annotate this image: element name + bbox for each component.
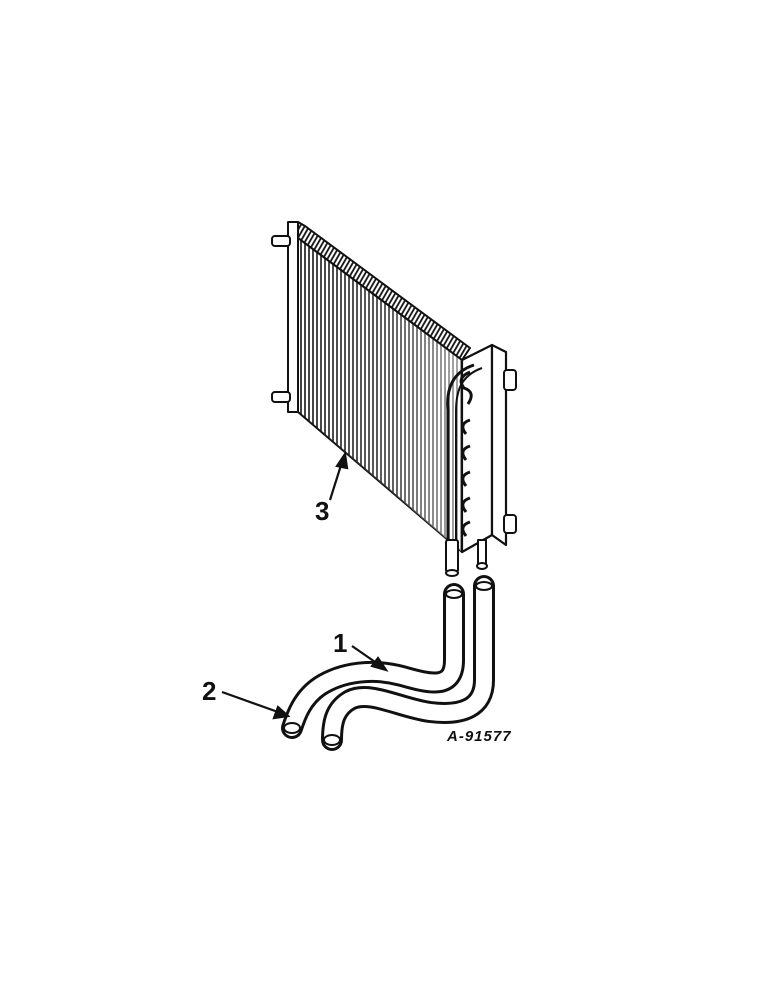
cooler-fittings: [445, 539, 488, 577]
hose-1: [321, 575, 495, 751]
cooler-core-top: [297, 221, 471, 361]
oil-cooler: [271, 221, 517, 577]
cooler-side-bracket: [490, 343, 508, 547]
callout-label-1: 1: [333, 628, 347, 658]
callout-label-2: 2: [202, 676, 216, 706]
header-return-bends: [459, 370, 473, 537]
figure-code: A-91577: [446, 728, 512, 745]
right-mount-studs: [503, 369, 517, 534]
hose-assembly: [281, 575, 495, 751]
header-outlet-pipe: [446, 363, 475, 540]
left-mount-studs: [271, 235, 291, 403]
callout-leaders: [221, 450, 389, 720]
callout-label-3: 3: [315, 496, 329, 526]
hose-2: [281, 583, 465, 739]
cooler-left-frame: [287, 221, 299, 413]
